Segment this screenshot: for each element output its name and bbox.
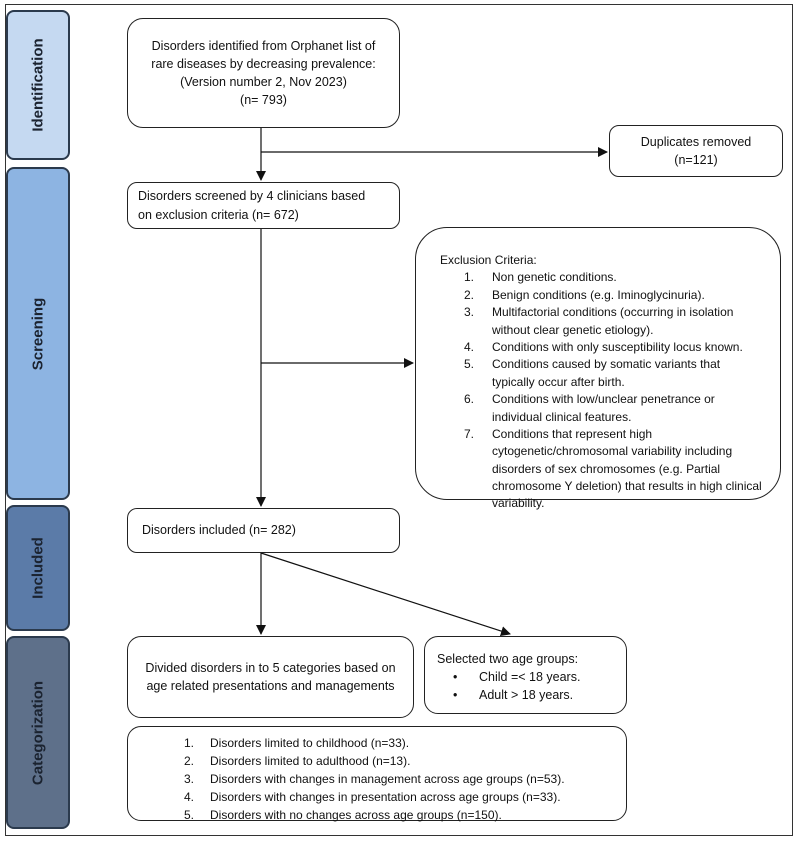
- box-age-groups: Selected two age groups: Child =< 18 yea…: [424, 636, 627, 714]
- exclusion-title: Exclusion Criteria:: [440, 253, 537, 267]
- list-item: 3.Multifactorial conditions (occurring i…: [464, 305, 734, 337]
- box-exclusion-criteria: Exclusion Criteria: 1.Non genetic condit…: [415, 227, 781, 510]
- list-item: Child =< 18 years.: [437, 668, 616, 686]
- age-groups-title: Selected two age groups:: [437, 652, 579, 666]
- box-included: Disorders included (n= 282): [127, 508, 400, 553]
- list-item: 6.Conditions with low/unclear penetrance…: [464, 392, 715, 424]
- list-item: 5.Conditions caused by somatic variants …: [464, 357, 721, 389]
- list-item: 5.Disorders with no changes across age g…: [184, 808, 502, 822]
- list-item: 4.Disorders with changes in presentation…: [184, 790, 561, 804]
- list-item: 7.Conditions that represent high cytogen…: [464, 426, 762, 511]
- list-item: 1.Non genetic conditions.: [464, 270, 617, 285]
- list-item: 2.Disorders limited to adulthood (n=13).: [184, 754, 411, 768]
- list-item: 3.Disorders with changes in management a…: [184, 772, 565, 786]
- age-groups-list: Child =< 18 years. Adult > 18 years.: [437, 668, 616, 704]
- box-identified: Disorders identified from Orphanet list …: [127, 18, 400, 128]
- box-categories: 1.Disorders limited to childhood (n=33).…: [127, 726, 627, 824]
- exclusion-list: 1.Non genetic conditions. 2.Benign condi…: [440, 269, 766, 512]
- list-item: Adult > 18 years.: [437, 686, 616, 704]
- list-item: 4.Conditions with only susceptibility lo…: [464, 339, 743, 354]
- list-item: 2.Benign conditions (e.g. Iminoglycinuri…: [464, 287, 705, 302]
- box-divided: Divided disorders in to 5 categories bas…: [127, 636, 414, 718]
- stage-categorization: Categorization: [6, 636, 70, 829]
- list-item: 1.Disorders limited to childhood (n=33).: [184, 736, 410, 750]
- stage-screening: Screening: [6, 167, 70, 500]
- stage-identification: Identification: [6, 10, 70, 160]
- stage-included: Included: [6, 505, 70, 631]
- arrow-included-to-age-groups: [260, 552, 511, 636]
- categories-list: 1.Disorders limited to childhood (n=33).…: [128, 734, 618, 824]
- box-duplicates: Duplicates removed (n=121): [609, 125, 783, 177]
- diagram-frame: [5, 4, 793, 836]
- box-screened: Disorders screened by 4 clinicians based…: [127, 182, 400, 229]
